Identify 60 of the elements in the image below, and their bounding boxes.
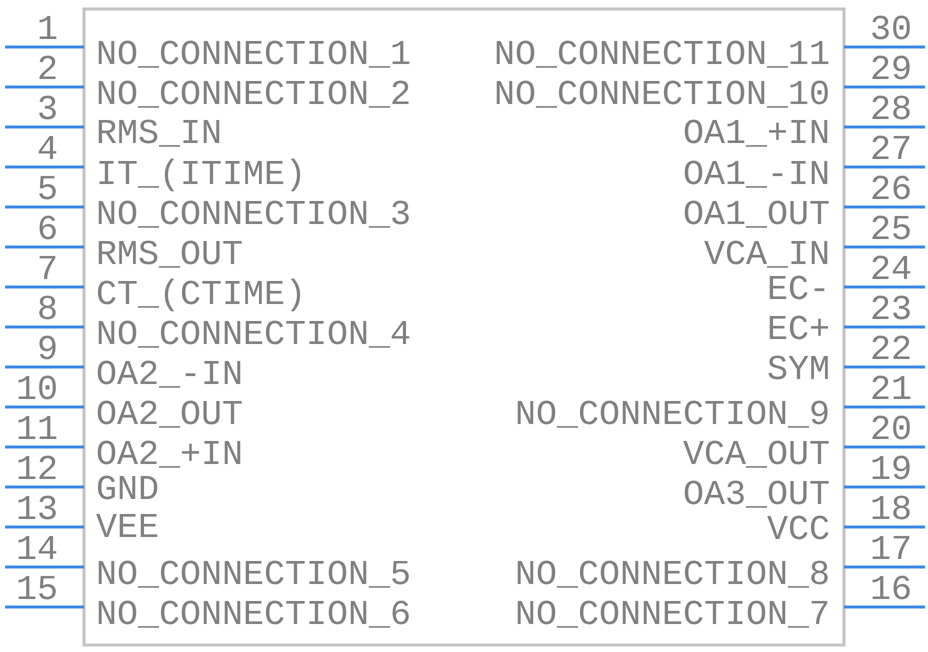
pin-number: 13 <box>16 492 58 528</box>
pin-label: IT_(ITIME) <box>96 157 306 193</box>
pin-label: NO_CONNECTION_11 <box>494 37 830 73</box>
pin-label: VCC <box>766 512 830 548</box>
pin-label: OA3_OUT <box>682 477 830 513</box>
pin-label: VCA_OUT <box>682 437 830 473</box>
pin-label: NO_CONNECTION_7 <box>514 597 830 633</box>
pin-number: 1 <box>36 12 58 48</box>
pin-label: NO_CONNECTION_9 <box>514 397 830 433</box>
pin-number: 18 <box>870 492 912 528</box>
pin-number: 6 <box>36 212 58 248</box>
pin-number: 7 <box>36 252 58 288</box>
pin-label: NO_CONNECTION_8 <box>514 557 830 593</box>
pin-label: NO_CONNECTION_1 <box>96 37 412 73</box>
pin-label: OA2_+IN <box>96 437 244 473</box>
pin-label: EC+ <box>766 312 830 348</box>
pin-number: 23 <box>870 292 912 328</box>
pin-number: 29 <box>870 52 912 88</box>
pin-number: 12 <box>16 452 58 488</box>
pin-number: 5 <box>36 172 58 208</box>
pin-label: NO_CONNECTION_4 <box>96 317 412 353</box>
pin-number: 10 <box>16 372 58 408</box>
pin-number: 28 <box>870 92 912 128</box>
pin-number: 16 <box>870 572 912 608</box>
pin-number: 25 <box>870 212 912 248</box>
pin-number: 19 <box>870 452 912 488</box>
pin-number: 24 <box>870 252 912 288</box>
pin-number: 26 <box>870 172 912 208</box>
pin-label: NO_CONNECTION_3 <box>96 197 412 233</box>
pin-number: 30 <box>870 12 912 48</box>
pin-label: SYM <box>766 352 830 388</box>
pin-number: 9 <box>36 332 58 368</box>
pin-label: VCA_IN <box>704 237 830 273</box>
pin-number: 17 <box>870 532 912 568</box>
pin-label: OA2_-IN <box>96 357 244 393</box>
pin-label: OA1_-IN <box>682 157 830 193</box>
pin-number: 22 <box>870 332 912 368</box>
pin-label: GND <box>96 472 160 508</box>
pin-number: 3 <box>36 92 58 128</box>
pin-number: 20 <box>870 412 912 448</box>
pin-number: 11 <box>16 412 58 448</box>
pin-label: OA2_OUT <box>96 397 244 433</box>
pin-label: NO_CONNECTION_5 <box>96 557 412 593</box>
pin-number: 8 <box>36 292 58 328</box>
pin-label: OA1_+IN <box>682 116 830 152</box>
pin-number: 2 <box>36 52 58 88</box>
pin-label: CT_(CTIME) <box>96 277 306 313</box>
pin-number: 14 <box>16 532 58 568</box>
pin-label: RMS_IN <box>96 116 222 152</box>
pin-label: NO_CONNECTION_6 <box>96 597 412 633</box>
pin-label: NO_CONNECTION_2 <box>96 77 412 113</box>
pin-label: RMS_OUT <box>96 237 244 273</box>
pin-label: VEE <box>96 510 160 546</box>
pin-number: 27 <box>870 132 912 168</box>
pin-number: 15 <box>16 572 58 608</box>
pin-number: 4 <box>36 132 58 168</box>
pin-number: 21 <box>870 372 912 408</box>
pin-label: OA1_OUT <box>682 197 830 233</box>
pin-label: NO_CONNECTION_10 <box>494 77 830 113</box>
pin-label: EC- <box>766 272 830 308</box>
